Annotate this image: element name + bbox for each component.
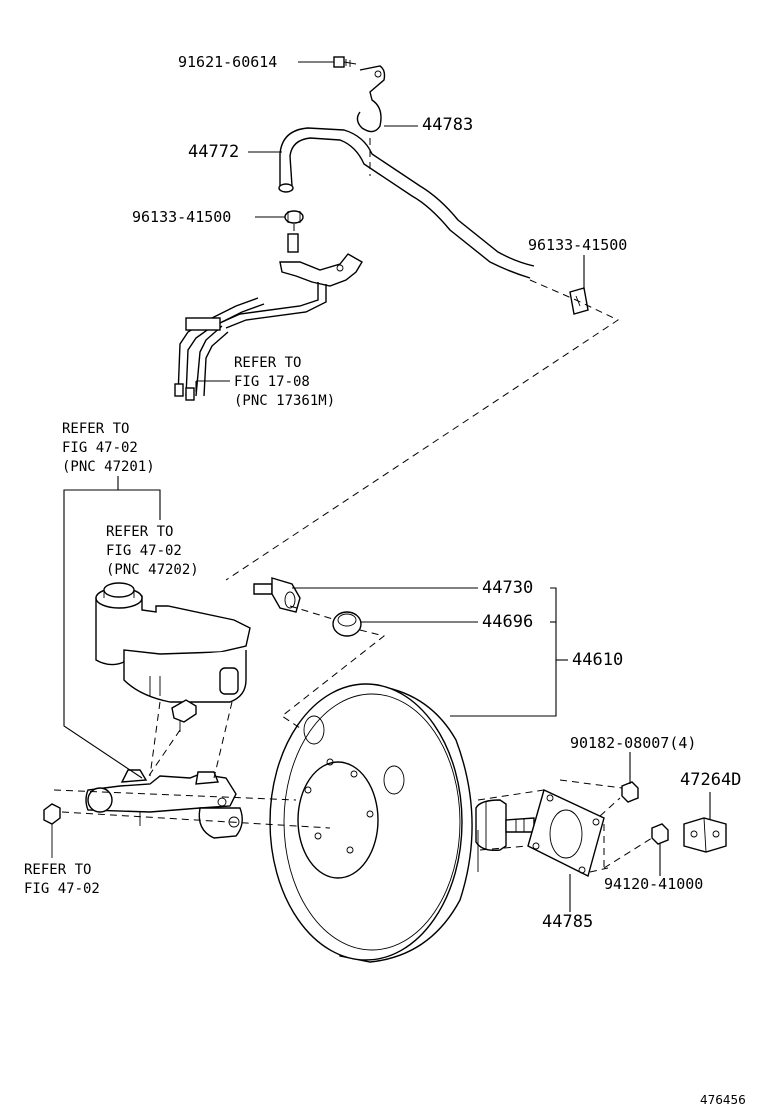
figure-id: 476456 xyxy=(700,1093,746,1107)
valve-44730 xyxy=(253,577,301,613)
clamp-44783 xyxy=(356,65,386,133)
reservoir xyxy=(95,582,251,732)
clip-96133-upper xyxy=(284,210,304,224)
label-96133-41500-upper: 96133-41500 xyxy=(132,208,232,226)
grommet-44696 xyxy=(332,611,362,637)
label-44730: 44730 xyxy=(482,578,534,598)
label-91621-60614: 91621-60614 xyxy=(178,53,278,71)
hose-44772 xyxy=(278,127,535,279)
refer-fig-17-08: REFER TO FIG 17-08 (PNC 17361M) xyxy=(234,355,336,409)
label-94120-41000: 94120-41000 xyxy=(604,875,704,893)
nut-90182 xyxy=(621,781,639,803)
label-96133-41500-right: 96133-41500 xyxy=(528,236,628,254)
brake-booster xyxy=(269,683,535,963)
label-47264d: 47264D xyxy=(680,770,742,790)
label-44785: 44785 xyxy=(542,912,594,932)
label-44696: 44696 xyxy=(482,612,534,632)
dashed-assembly-lines xyxy=(53,138,653,873)
refer-fig-47-02-left: REFER TO FIG 47-02 xyxy=(24,862,100,897)
refer-fig-47-02-pnc-47201: REFER TO FIG 47-02 (PNC 47201) xyxy=(62,421,155,475)
label-44783: 44783 xyxy=(422,115,474,135)
master-cylinder xyxy=(85,769,243,839)
label-44610: 44610 xyxy=(572,650,624,670)
bracket-47264d xyxy=(683,817,727,853)
gasket-44785 xyxy=(527,789,605,878)
refer-fig-47-02-pnc-47202: REFER TO FIG 47-02 (PNC 47202) xyxy=(106,524,199,578)
nut-94120 xyxy=(651,823,669,845)
bolt-91621 xyxy=(333,56,357,68)
bolt-left xyxy=(43,803,61,858)
leader-lines xyxy=(63,61,711,912)
label-90182-08007: 90182-08007(4) xyxy=(570,734,697,752)
check-valve-pipes xyxy=(174,233,363,401)
label-44772: 44772 xyxy=(188,142,240,162)
